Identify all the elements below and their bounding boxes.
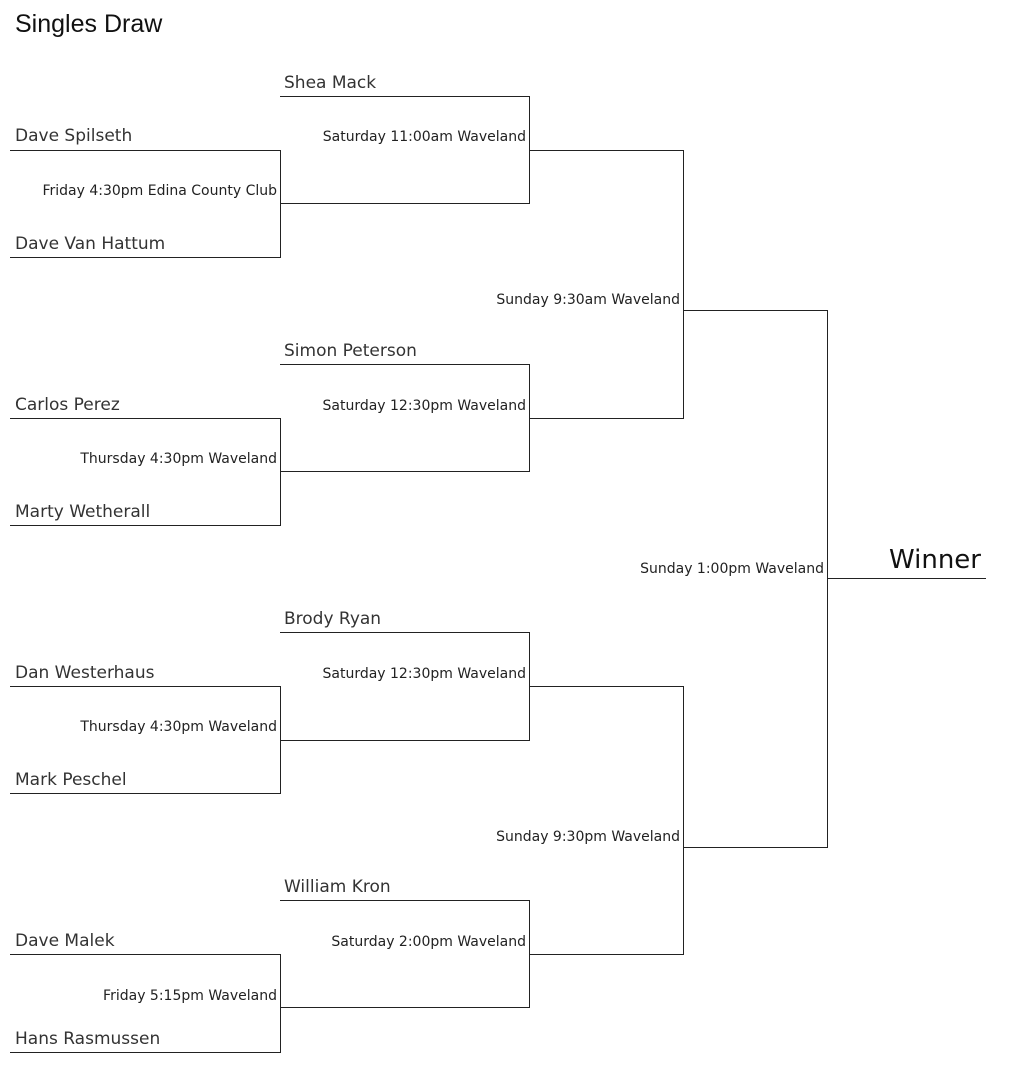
player-r2-seed-2: Simon Peterson — [284, 341, 417, 361]
bracket-connector — [683, 150, 684, 418]
match-schedule-final: Sunday 1:00pm Waveland — [640, 561, 824, 577]
player-r1-2: Dave Van Hattum — [15, 234, 166, 254]
player-r1-6: Mark Peschel — [15, 770, 127, 790]
player-line — [10, 686, 281, 687]
player-line — [280, 96, 530, 97]
player-line — [10, 418, 281, 419]
winner-line — [280, 740, 530, 741]
winner-line — [683, 310, 828, 311]
page-title: Singles Draw — [15, 10, 163, 38]
player-r2-seed-1: Shea Mack — [284, 73, 377, 93]
winner-line — [529, 954, 684, 955]
player-r1-8: Hans Rasmussen — [15, 1029, 161, 1049]
winner-line — [683, 847, 828, 848]
player-line — [10, 257, 281, 258]
match-schedule-r2-1: Saturday 11:00am Waveland — [322, 129, 526, 145]
match-schedule-sf-2: Sunday 9:30pm Waveland — [496, 829, 680, 845]
match-schedule-r1-4: Friday 5:15pm Waveland — [103, 988, 277, 1004]
player-r1-1: Dave Spilseth — [15, 126, 133, 146]
bracket-connector — [683, 686, 684, 954]
player-r1-4: Marty Wetherall — [15, 502, 151, 522]
player-r2-seed-4: William Kron — [284, 877, 391, 897]
player-r2-seed-3: Brody Ryan — [284, 609, 382, 629]
bracket-connector — [280, 954, 281, 1053]
player-line — [280, 632, 530, 633]
winner-line — [529, 686, 684, 687]
match-schedule-r1-3: Thursday 4:30pm Waveland — [80, 719, 277, 735]
match-schedule-r2-4: Saturday 2:00pm Waveland — [331, 934, 526, 950]
match-schedule-r2-3: Saturday 12:30pm Waveland — [322, 666, 526, 682]
match-schedule-r2-2: Saturday 12:30pm Waveland — [322, 398, 526, 414]
player-line — [10, 1052, 281, 1053]
bracket-connector — [280, 418, 281, 526]
player-line — [10, 525, 281, 526]
player-line — [280, 364, 530, 365]
winner-line — [280, 1007, 530, 1008]
player-line — [10, 793, 281, 794]
player-line — [10, 954, 281, 955]
winner-line — [827, 578, 986, 579]
player-r1-5: Dan Westerhaus — [15, 663, 155, 683]
match-schedule-r1-2: Thursday 4:30pm Waveland — [80, 451, 277, 467]
player-r1-7: Dave Malek — [15, 931, 115, 951]
player-line — [280, 900, 530, 901]
player-r1-3: Carlos Perez — [15, 395, 120, 415]
player-line — [10, 150, 281, 151]
winner-line — [529, 150, 684, 151]
winner-line — [280, 471, 530, 472]
match-schedule-r1-1: Friday 4:30pm Edina County Club — [42, 183, 277, 199]
match-schedule-sf-1: Sunday 9:30am Waveland — [496, 292, 680, 308]
bracket-connector — [280, 150, 281, 258]
winner-line — [529, 418, 684, 419]
winner-line — [280, 203, 530, 204]
winner-label: Winner — [888, 545, 981, 575]
